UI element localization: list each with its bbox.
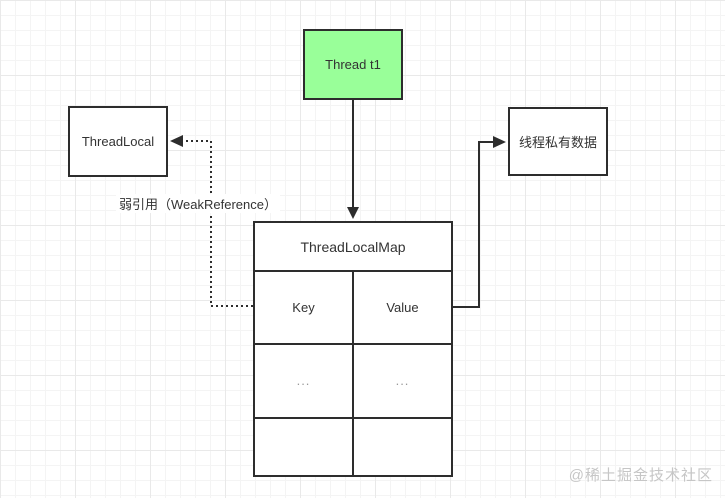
arrow-key-to-threadlocal-head-icon xyxy=(170,135,183,147)
node-threadlocal: ThreadLocal xyxy=(68,106,168,177)
table-row-header: Key Value xyxy=(255,272,451,346)
table-row-ellipsis: ... ... xyxy=(255,345,451,419)
node-threadlocal-label: ThreadLocal xyxy=(81,134,155,149)
node-thread-t1-label: Thread t1 xyxy=(325,57,381,72)
threadlocalmap-title: ThreadLocalMap xyxy=(255,223,451,272)
cell-key: Key xyxy=(255,272,354,344)
arrow-value-to-private-data-head-icon xyxy=(493,136,506,148)
cell-key-ellipsis: ... xyxy=(255,345,354,417)
node-thread-t1: Thread t1 xyxy=(303,29,403,100)
cell-value: Value xyxy=(386,300,419,316)
threadlocalmap-table: ThreadLocalMap Key Value ... ... xyxy=(253,221,453,477)
cell-value-ellipsis: ... xyxy=(395,373,410,389)
cell-key-empty xyxy=(255,418,354,475)
watermark: @稀土掘金技术社区 xyxy=(568,467,713,484)
weak-reference-annotation: 弱引用（WeakReference） xyxy=(116,194,280,213)
node-thread-private-data-label: 线程私有数据 xyxy=(518,135,597,150)
arrow-thread-to-map-head-icon xyxy=(347,207,359,219)
cell-value-empty xyxy=(354,419,451,475)
node-thread-private-data: 线程私有数据 xyxy=(508,107,608,176)
arrow-value-to-private-data-line xyxy=(453,141,494,308)
arrow-key-to-threadlocal-dotted-line xyxy=(184,140,253,307)
table-row-empty xyxy=(255,418,451,475)
